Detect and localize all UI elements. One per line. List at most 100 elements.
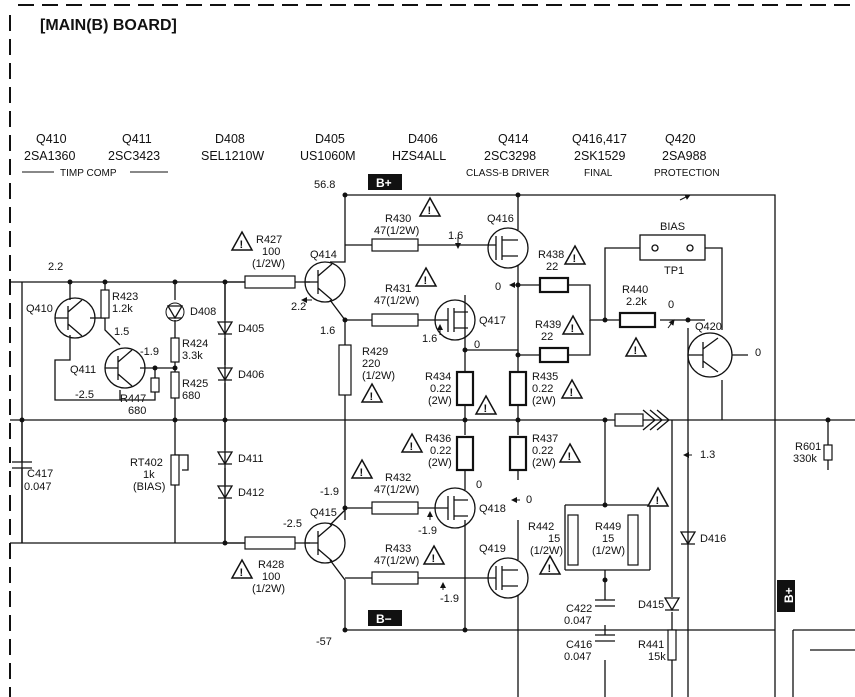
r447-label: R447 xyxy=(120,393,146,405)
r432-body xyxy=(371,501,419,515)
diode-symbols xyxy=(165,302,697,612)
voltage-0b: 0 xyxy=(474,339,480,351)
timp-comp-label: TIMP COMP xyxy=(60,168,117,179)
header-d408-part: SEL1210W xyxy=(201,149,264,163)
r427-value: 100 xyxy=(262,246,280,258)
d415-label: D415 xyxy=(638,599,664,611)
header-d406-part: HZS4ALL xyxy=(392,149,446,163)
header-q414-part: 2SC3298 xyxy=(484,149,536,163)
r436-label: R436 xyxy=(425,433,451,445)
r438-body xyxy=(538,276,570,294)
rails: B+ B− B+ xyxy=(368,174,796,626)
r436-power: (2W) xyxy=(428,457,452,469)
r442-body xyxy=(567,514,579,566)
voltage-0e: 0 xyxy=(476,479,482,491)
r424-label: R424 xyxy=(182,338,208,350)
svg-text:!: ! xyxy=(424,275,428,287)
r423-value: 1.2k xyxy=(112,303,133,315)
warning-icon: ! xyxy=(360,382,384,403)
voltage-56-8: 56.8 xyxy=(314,179,335,191)
r435-label: R435 xyxy=(532,371,558,383)
r441-body xyxy=(667,629,677,661)
d412-symbol xyxy=(216,485,234,500)
c416-label: C416 xyxy=(566,639,592,651)
r429-body xyxy=(338,344,352,396)
d412-label: D412 xyxy=(238,487,264,499)
r447-value: 680 xyxy=(128,405,146,417)
r433-body xyxy=(371,571,419,585)
header-q411-part: 2SC3423 xyxy=(108,149,160,163)
r424-value: 3.3k xyxy=(182,350,203,362)
r428-body xyxy=(244,536,296,550)
voltage-neg1-9d: -1.9 xyxy=(440,593,459,605)
svg-text:!: ! xyxy=(428,205,432,217)
voltage-1-5: 1.5 xyxy=(114,326,129,338)
svg-text:!: ! xyxy=(548,563,552,575)
tp1-left-pin[interactable] xyxy=(651,244,659,252)
warning-icon: ! xyxy=(474,394,498,415)
header-q416-role: FINAL xyxy=(584,168,613,179)
r439-body xyxy=(538,346,570,364)
r440-body xyxy=(618,311,657,329)
svg-text:!: ! xyxy=(432,553,436,565)
bias-label: BIAS xyxy=(660,221,685,233)
c416-value: 0.047 xyxy=(564,651,592,663)
r441-label: R441 xyxy=(638,639,664,651)
d408-symbol xyxy=(166,305,184,320)
r427-power: (1/2W) xyxy=(252,258,285,270)
q416-symbol xyxy=(487,227,529,269)
q418-label: Q418 xyxy=(479,503,506,515)
q415-label: Q415 xyxy=(310,507,337,519)
d408-label: D408 xyxy=(190,306,216,318)
voltage-neg2-5a: -2.5 xyxy=(75,389,94,401)
warning-icon: ! xyxy=(558,442,582,463)
q410-label: Q410 xyxy=(26,303,53,315)
svg-text:!: ! xyxy=(568,451,572,463)
r425-body xyxy=(170,371,180,399)
voltage-neg2-5b: -2.5 xyxy=(283,518,302,530)
bplus-rail-label: B+ xyxy=(376,176,392,190)
r439-value: 22 xyxy=(541,331,553,343)
voltage-neg57: -57 xyxy=(316,636,332,648)
svg-text:!: ! xyxy=(240,567,244,579)
header-q410-ref: Q410 xyxy=(36,132,67,146)
d411-symbol xyxy=(216,451,234,466)
header-d406-ref: D406 xyxy=(408,132,438,146)
bplus-rail-box xyxy=(368,174,402,190)
r432-value: 47(1/2W) xyxy=(374,484,419,496)
svg-text:!: ! xyxy=(484,403,488,415)
voltage-0d: 0 xyxy=(755,347,761,359)
q417-label: Q417 xyxy=(479,315,506,327)
header-q410-part: 2SA1360 xyxy=(24,149,75,163)
svg-text:!: ! xyxy=(240,239,244,251)
d405-label: D405 xyxy=(238,323,264,335)
voltage-1-3: 1.3 xyxy=(700,449,715,461)
r601-body xyxy=(823,444,833,461)
header-q414-role: CLASS-B DRIVER xyxy=(466,168,549,179)
d406-label: D406 xyxy=(238,369,264,381)
voltage-1-6c: 1.6 xyxy=(422,333,437,345)
r435-power: (2W) xyxy=(532,395,556,407)
voltage-1-6b: 1.6 xyxy=(448,230,463,242)
rt402-label: RT402 xyxy=(130,457,163,469)
header-q411-ref: Q411 xyxy=(122,132,152,146)
transistor-symbols xyxy=(54,227,748,599)
svg-text:!: ! xyxy=(656,495,660,507)
r430-label: R430 xyxy=(385,213,411,225)
q416-label: Q416 xyxy=(487,213,514,225)
header-q414-ref: Q414 xyxy=(498,132,529,146)
r440-value: 2.2k xyxy=(626,296,647,308)
warning-icon: ! xyxy=(414,266,438,287)
bias-tp1-box[interactable] xyxy=(639,234,706,261)
r431-value: 47(1/2W) xyxy=(374,295,419,307)
r434-body xyxy=(455,370,475,407)
c417-symbol xyxy=(12,420,32,543)
svg-text:!: ! xyxy=(573,253,577,265)
tp1-label: TP1 xyxy=(664,265,684,277)
tp1-right-pin[interactable] xyxy=(686,244,694,252)
d406-symbol xyxy=(216,367,234,382)
r427-body xyxy=(244,275,296,289)
warning-icon: ! xyxy=(418,196,442,217)
r432-label: R432 xyxy=(385,472,411,484)
